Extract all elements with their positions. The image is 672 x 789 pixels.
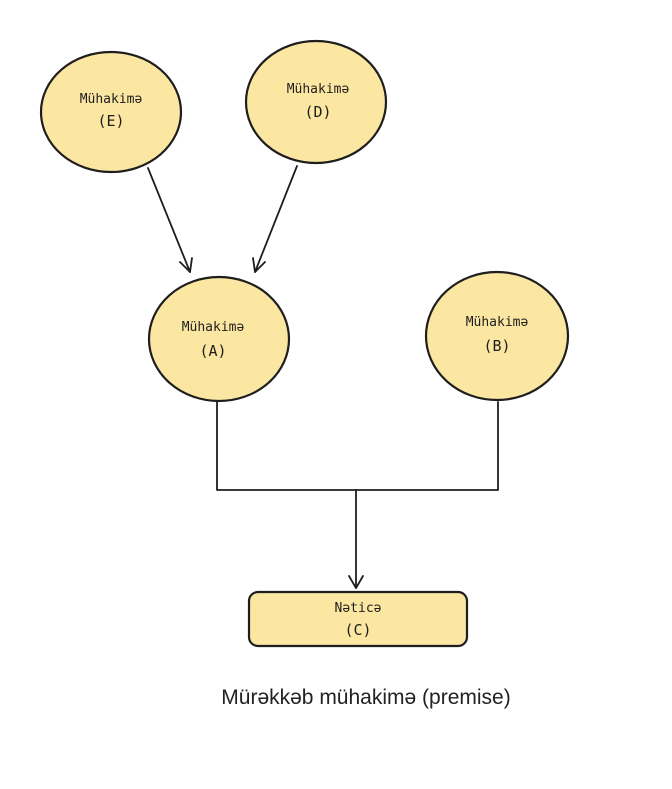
edges xyxy=(147,165,499,589)
node-d: Mühakimə (D) xyxy=(244,39,388,165)
node-b: Mühakimə (B) xyxy=(424,270,570,402)
node-e: Mühakimə (E) xyxy=(39,50,183,174)
edge-b-to-join xyxy=(355,401,499,491)
node-e-title: Mühakimə xyxy=(80,92,143,107)
node-d-label: (D) xyxy=(304,103,331,121)
arrowhead-d-to-a xyxy=(252,257,266,273)
edge-d-to-a xyxy=(254,165,298,273)
node-d-title: Mühakimə xyxy=(287,82,350,97)
edge-e-to-a xyxy=(147,167,191,273)
node-b-circle xyxy=(424,270,570,402)
edge-a-to-join xyxy=(216,401,357,491)
node-a-title: Mühakimə xyxy=(182,320,245,335)
node-c-box xyxy=(247,590,469,648)
node-c-title: Nəticə xyxy=(335,601,382,616)
arrowhead-e-to-a xyxy=(179,257,193,273)
node-a-label: (A) xyxy=(199,342,226,360)
node-d-circle xyxy=(244,39,388,165)
node-a-circle xyxy=(147,275,291,403)
node-e-circle xyxy=(39,50,183,174)
node-e-label: (E) xyxy=(97,112,124,130)
node-c-label: (C) xyxy=(344,621,371,639)
arrowhead-join-to-c xyxy=(348,575,364,589)
diagram-caption: Mürəkkəb mühakimə (premise) xyxy=(221,686,511,709)
node-c: Nəticə (C) xyxy=(247,590,469,648)
node-a: Mühakimə (A) xyxy=(147,275,291,403)
node-b-label: (B) xyxy=(483,337,510,355)
node-b-title: Mühakimə xyxy=(466,315,529,330)
